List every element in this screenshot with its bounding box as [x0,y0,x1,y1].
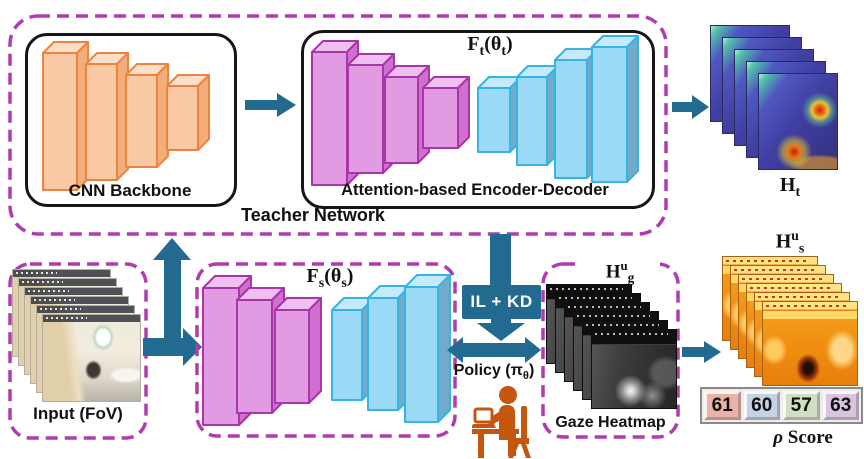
input-fov-label: Input (FoV) [33,404,123,423]
score-text: Score [783,427,833,448]
score-value: 61 [704,391,741,420]
hus-sup: u [791,228,799,243]
cnn-backbone-label: CNN Backbone [68,181,192,200]
hus-label: Hus [755,228,825,258]
fs-sub2: s [341,276,347,291]
policy-close: ) [528,362,535,379]
ft-mid: (θ [484,33,502,55]
hus-base: H [775,230,792,253]
ht-sub: t [795,185,801,200]
conv-bar [166,74,210,151]
conv-bar [85,52,129,181]
student-bars [202,274,451,426]
teacher-function-label: Ft(θt) [425,33,555,60]
encoder-decoder-bars [311,35,639,186]
teacher-network-label: Teacher Network [241,205,385,225]
student-function-label: Fs(θs) [265,265,395,292]
input-branch-arrows [143,238,202,366]
conv-bar [591,35,639,183]
gaze-heatmap-label: Gaze Heatmap [555,414,666,431]
teacher-to-ht-arrow [672,95,709,119]
policy-label: Policy (πθ) [440,362,548,382]
gaze-to-hus-arrow [682,341,721,363]
conv-bar [477,76,522,153]
rho-score-strip: 61 60 57 63 [700,387,863,424]
teacher-heatmap-stack [710,25,838,170]
fov-frame [42,314,141,402]
rho-score-label: ρ Score [748,427,858,449]
conv-bar [42,41,89,191]
gaze-heatmap-stack [546,284,677,409]
gaze-frame [591,329,677,409]
student-heatmap-stack [722,256,859,387]
rho-symbol: ρ [773,427,783,448]
ft-sub2: t [501,44,506,59]
conv-bar [367,285,411,411]
conv-bar [404,274,451,423]
fs-base: F [306,265,319,287]
conv-bar [516,65,559,166]
teacher-dashed-border [8,14,668,236]
fs-close: ) [346,265,354,287]
score-value: 63 [822,391,859,420]
student-gaze-double-arrow [447,337,541,363]
hug-sup: u [620,258,628,273]
hug-label: Hug [580,258,660,287]
encoder-decoder-label: Attention-based Encoder-Decoder [341,181,609,199]
score-value: 60 [743,391,780,420]
hug-sub: g [627,270,635,286]
ht-label: Ht [760,174,820,201]
conv-bar [125,63,169,168]
jet-frame [758,73,838,170]
policy-sub: θ [522,370,529,383]
policy-pre: Policy (π [453,362,523,379]
conv-bar [384,65,430,164]
human-policy-icon [472,386,531,458]
teacher-to-distill-bar [490,234,511,286]
fs-sub1: s [318,276,325,291]
hug-base: H [605,261,621,283]
il-kd-box: IL + KD [462,285,541,319]
inferno-frame [762,301,858,386]
conv-bar [422,76,470,149]
distill-down-arrow [477,319,525,341]
ft-close: ) [506,33,513,55]
ft-base: F [467,33,480,55]
ft-sub1: t [479,44,485,59]
teacher-network-box [8,14,668,236]
input-fov-stack [12,269,142,403]
cnn-to-encoder-arrow [245,93,296,117]
fs-mid: (θ [324,265,342,287]
cnn-feature-bars [42,41,210,191]
ht-base: H [779,174,796,196]
conv-bar [274,297,322,404]
hus-sub: s [798,241,805,257]
conv-bar [554,48,599,179]
score-value: 57 [783,391,820,420]
